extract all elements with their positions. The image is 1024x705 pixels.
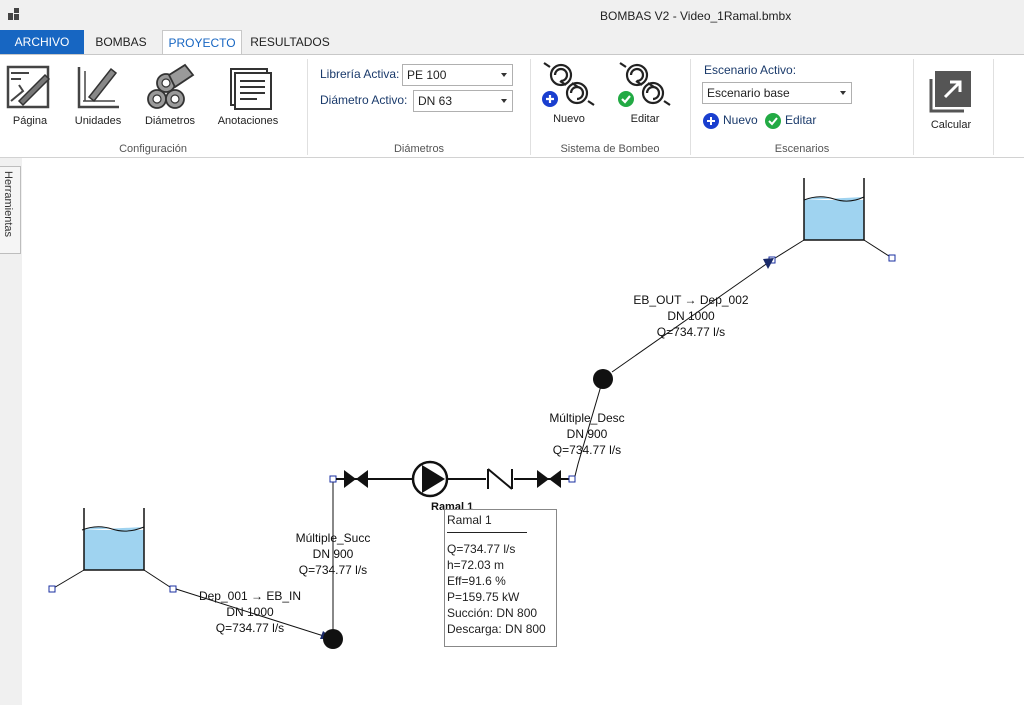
app-icon: [8, 8, 19, 20]
check-valve-icon: [487, 468, 513, 490]
group-divider: [690, 59, 691, 155]
anotaciones-label: Anotaciones: [217, 115, 279, 127]
notes-icon: [230, 68, 272, 110]
group-divider: [307, 59, 308, 155]
pipe-name: Múltiple_Succ: [295, 531, 371, 545]
group-divider: [530, 59, 531, 155]
network-diagram: [48, 178, 896, 649]
pipe-flow: Q=734.77 l/s: [215, 621, 285, 635]
left-strip: [0, 158, 22, 705]
group-title-diametros: Diámetros: [393, 143, 445, 155]
pipe-name: Múltiple_Desc: [549, 411, 625, 425]
diametro-select[interactable]: DN 63: [413, 90, 513, 112]
pipe-label-succ: Múltiple_Succ DN 900 Q=734.77 l/s: [278, 530, 388, 578]
anotaciones-button[interactable]: Anotaciones: [214, 61, 282, 127]
pump-efficiency: Eff=91.6 %: [447, 574, 506, 588]
pipes-icon: [147, 63, 195, 109]
nuevo-sistema-button[interactable]: Nuevo: [540, 61, 598, 125]
ribbon: Página Unidades Diámetros: [0, 54, 1024, 158]
edit-pump-system-icon: [618, 62, 671, 107]
group-title-escenarios: Escenarios: [774, 143, 830, 155]
tab-resultados[interactable]: RESULTADOS: [250, 35, 330, 49]
new-pump-system-icon: [542, 62, 595, 107]
pump-flow: Q=734.77 l/s: [447, 542, 516, 556]
unidades-button[interactable]: Unidades: [70, 61, 126, 127]
add-icon: [703, 112, 719, 129]
diametros-button[interactable]: Diámetros: [140, 61, 200, 127]
pipe-dn: DN 900: [566, 427, 608, 441]
junction-eb-out[interactable]: [593, 369, 613, 389]
valve-icon: [537, 470, 549, 488]
title-bar: BOMBAS V2 - Video_1Ramal.bmbx: [0, 0, 1024, 30]
check-icon: [765, 112, 781, 129]
pipe-label-ebout: EB_OUT → Dep_002 DN 1000 Q=734.77 l/s: [626, 292, 756, 340]
herramientas-tab[interactable]: Herramientas: [0, 166, 21, 254]
nuevo-sistema-label: Nuevo: [553, 113, 585, 125]
pump-discharge-dn: Descarga: DN 800: [447, 622, 546, 636]
pump-box-divider: [447, 532, 527, 533]
pipe-flow: Q=734.77 l/s: [656, 325, 726, 339]
libreria-label: Librería Activa:: [320, 67, 400, 81]
calcular-label: Calcular: [930, 119, 972, 131]
calculate-icon: [929, 71, 971, 113]
pump-box-title: Ramal 1: [447, 513, 492, 527]
escenario-activo-label: Escenario Activo:: [704, 63, 797, 77]
pagina-button[interactable]: Página: [4, 61, 56, 127]
chevron-down-icon: [501, 99, 507, 103]
editar-escenario-label: Editar: [785, 113, 817, 127]
diametros-label: Diámetros: [144, 115, 196, 127]
valve-icon: [344, 470, 356, 488]
pump-info-box: Ramal 1 Q=734.77 l/s h=72.03 m Eff=91.6 …: [444, 509, 557, 647]
units-icon: [77, 67, 119, 109]
pump-head: h=72.03 m: [447, 558, 505, 572]
pipe-name: Dep_001 → EB_IN: [198, 589, 302, 603]
chevron-down-icon: [501, 73, 507, 77]
editar-escenario-button[interactable]: Editar: [765, 112, 816, 129]
pipe-dn: DN 1000: [667, 309, 715, 323]
pipe-label-desc: Múltiple_Desc DN 900 Q=734.77 l/s: [532, 410, 642, 458]
group-divider: [913, 59, 914, 155]
libreria-select[interactable]: PE 100: [402, 64, 513, 86]
nuevo-escenario-button[interactable]: Nuevo: [703, 112, 758, 129]
pump-suction-dn: Succión: DN 800: [447, 606, 538, 620]
pipe-flow: Q=734.77 l/s: [552, 443, 622, 457]
junction-eb-in[interactable]: [323, 629, 343, 649]
chevron-down-icon: [840, 91, 846, 95]
group-divider: [993, 59, 994, 155]
escenario-value: Escenario base: [707, 86, 790, 100]
group-title-sistema: Sistema de Bombeo: [560, 143, 660, 155]
pipe-flow: Q=734.77 l/s: [298, 563, 368, 577]
pipe-name: EB_OUT → Dep_002: [633, 293, 749, 307]
diametro-label: Diámetro Activo:: [320, 93, 408, 107]
tab-proyecto[interactable]: PROYECTO: [162, 30, 242, 55]
escenario-select[interactable]: Escenario base: [702, 82, 852, 104]
diagram-canvas[interactable]: Dep_001 → EB_IN DN 1000 Q=734.77 l/s Múl…: [22, 158, 1024, 705]
pipe-ebout-dep002[interactable]: [611, 258, 774, 373]
diametro-value: DN 63: [418, 94, 453, 108]
tab-bombas[interactable]: BOMBAS: [95, 35, 147, 49]
window-title: BOMBAS V2 - Video_1Ramal.bmbx: [600, 9, 792, 23]
tank-dep-002[interactable]: [768, 178, 896, 264]
page-setup-icon: [6, 65, 51, 109]
pipe-dn: DN 900: [312, 547, 354, 561]
unidades-label: Unidades: [74, 115, 122, 127]
editar-sistema-button[interactable]: Editar: [614, 61, 676, 125]
ribbon-tabs: ARCHIVO BOMBAS PROYECTO RESULTADOS: [0, 30, 1024, 55]
pagina-label: Página: [12, 115, 48, 127]
editar-sistema-label: Editar: [630, 113, 660, 125]
calcular-button[interactable]: Calcular: [922, 69, 980, 131]
tank-dep-001[interactable]: [48, 508, 177, 593]
libreria-value: PE 100: [407, 68, 447, 82]
pipe-dn: DN 1000: [226, 605, 274, 619]
pipe-multiple-desc[interactable]: [574, 378, 604, 477]
herramientas-label: Herramientas: [2, 171, 14, 238]
group-title-configuracion: Configuración: [119, 143, 187, 155]
pipe-label-dep001: Dep_001 → EB_IN DN 1000 Q=734.77 l/s: [190, 588, 310, 636]
pump-power: P=159.75 kW: [447, 590, 520, 604]
pump-branch[interactable]: [336, 460, 576, 498]
tab-archivo[interactable]: ARCHIVO: [0, 30, 84, 54]
nuevo-escenario-label: Nuevo: [723, 113, 758, 127]
